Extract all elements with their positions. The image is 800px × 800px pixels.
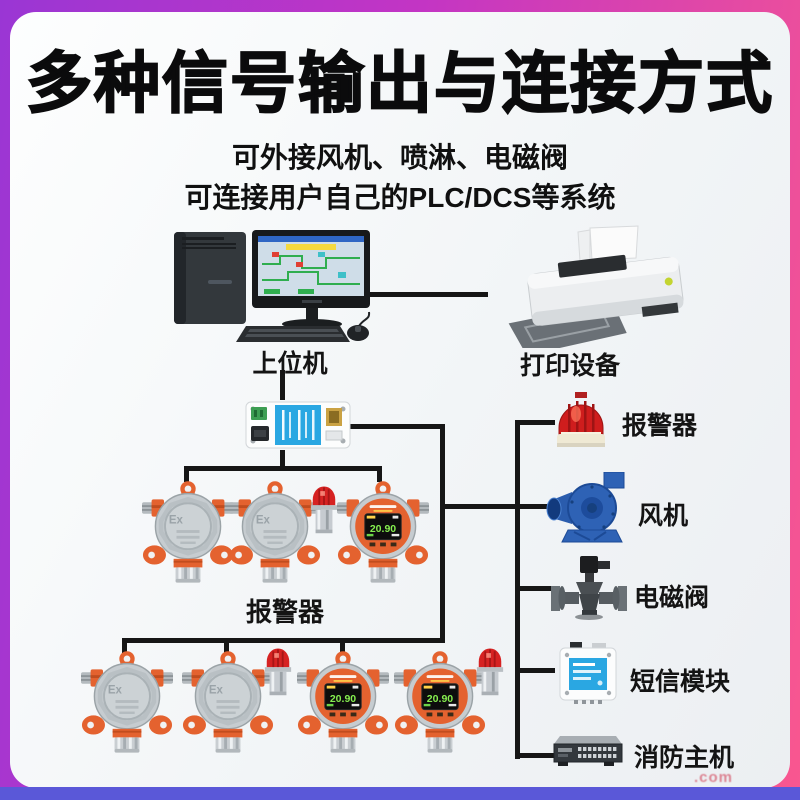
page-title: 多种信号输出与连接方式 xyxy=(25,45,774,121)
right-item-label-sms: 短信模块 xyxy=(630,668,731,696)
printer-image xyxy=(490,224,694,348)
line-mid-vertical xyxy=(440,424,445,643)
line-row2-stub-2 xyxy=(224,638,229,654)
computer-label: 上位机 xyxy=(252,350,328,378)
signal-converter-module xyxy=(242,398,354,452)
gas-detector-row2-1 xyxy=(81,648,173,755)
printer-label: 打印设备 xyxy=(519,352,620,380)
solenoid-valve-icon xyxy=(550,556,628,622)
alarm-strobe-row2-a xyxy=(263,644,293,696)
line-stub-sms xyxy=(515,668,555,673)
line-stub-beacon xyxy=(515,420,555,425)
fire-alarm-host-icon xyxy=(548,734,624,768)
bottom-accent-bar xyxy=(0,787,800,800)
right-item-label-valve: 电磁阀 xyxy=(634,584,710,612)
host-computer-image xyxy=(168,228,372,346)
gas-detector-row1-1 xyxy=(142,478,234,585)
gas-detector-row2-2 xyxy=(182,648,274,755)
monitor-icon xyxy=(252,230,370,329)
line-converter-right xyxy=(348,424,445,429)
detector-row1-label: 报警器 xyxy=(245,597,324,627)
sms-module-icon xyxy=(556,642,620,704)
alarm-strobe-row2-b xyxy=(475,644,505,696)
watermark: .com xyxy=(694,769,734,786)
gas-detector-row1-2 xyxy=(229,478,321,585)
converter-icon xyxy=(245,401,351,449)
alarm-strobe-row1 xyxy=(309,482,339,534)
alarm-beacon-icon xyxy=(552,392,610,452)
line-link-right-column xyxy=(440,504,554,509)
line-stub-valve xyxy=(515,586,555,591)
right-item-label-fan: 风机 xyxy=(638,502,689,530)
line-computer-printer xyxy=(366,292,488,297)
right-item-label-firehost: 消防主机 xyxy=(634,744,735,772)
line-row2-stub-3 xyxy=(340,638,345,654)
gas-detector-display-row2-1 xyxy=(297,648,389,755)
line-converter-down xyxy=(280,450,285,470)
centrifugal-fan-icon xyxy=(546,472,626,544)
mouse-icon xyxy=(347,311,371,341)
pc-tower-icon xyxy=(174,232,246,324)
right-item-label-beacon: 报警器 xyxy=(622,412,698,440)
subtitle-line-1: 可外接风机、喷淋、电磁阀 xyxy=(231,142,568,173)
line-row2-branch xyxy=(122,638,445,643)
printer-icon xyxy=(508,225,684,348)
keyboard-icon xyxy=(236,326,350,342)
content-card xyxy=(10,12,790,788)
line-stub-firehost xyxy=(515,753,555,758)
line-row1-stub-left xyxy=(184,466,189,482)
line-row2-stub-1 xyxy=(122,638,127,654)
subtitle-line-2: 可连接用户自己的PLC/DCS等系统 xyxy=(184,182,616,213)
line-row1-branch xyxy=(184,466,382,471)
gas-detector-display-row1 xyxy=(337,478,429,585)
gas-detector-display-row2-2 xyxy=(394,648,486,755)
line-row1-stub-right xyxy=(377,466,382,482)
line-computer-converter xyxy=(280,370,285,400)
